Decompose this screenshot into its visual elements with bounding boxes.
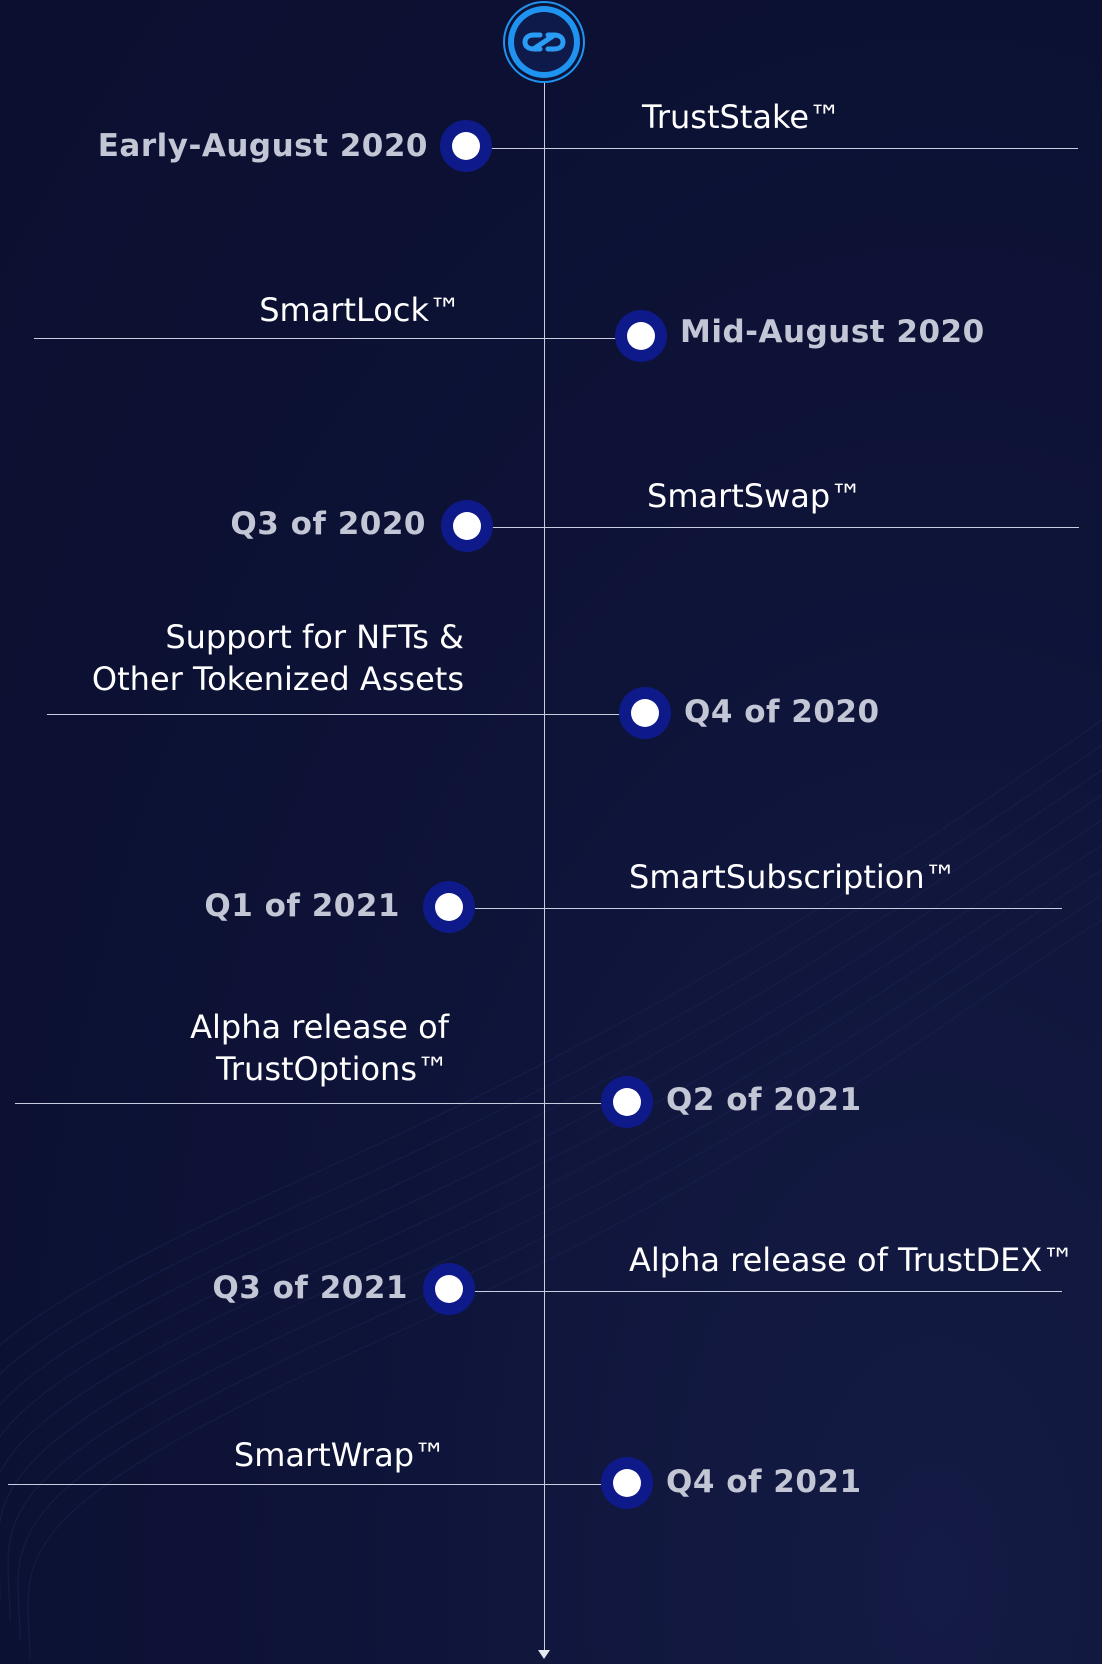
milestone-date: Q3 of 2021 xyxy=(212,1270,408,1306)
milestone-node xyxy=(440,120,492,172)
timeline-arrow-icon xyxy=(538,1650,550,1659)
milestone-node xyxy=(441,500,493,552)
connector-line xyxy=(475,1291,1062,1292)
milestone-node xyxy=(423,1263,475,1315)
milestone-date: Early-August 2020 xyxy=(97,128,428,164)
milestone-date: Q2 of 2021 xyxy=(666,1082,862,1118)
milestone-date: Q1 of 2021 xyxy=(204,888,400,924)
milestone-title: Support for NFTs & Other Tokenized Asset… xyxy=(91,618,464,698)
milestone-title: TrustStake™ xyxy=(642,98,842,136)
milestone-node xyxy=(615,310,667,362)
milestone-title: SmartWrap™ xyxy=(233,1436,446,1474)
milestone-node xyxy=(619,687,671,739)
brand-logo xyxy=(508,6,580,78)
milestone-date: Q3 of 2020 xyxy=(230,506,426,542)
milestone-node xyxy=(601,1457,653,1509)
milestone-date: Mid-August 2020 xyxy=(680,314,985,350)
connector-line xyxy=(492,527,1079,528)
milestone-date: Q4 of 2020 xyxy=(684,694,880,730)
milestone-node xyxy=(423,881,475,933)
milestone-title: SmartSwap™ xyxy=(647,477,863,515)
link-loop-icon xyxy=(522,32,566,52)
connector-line xyxy=(15,1103,610,1104)
connector-line xyxy=(8,1484,610,1485)
milestone-title: Alpha release of TrustDEX™ xyxy=(629,1241,1075,1279)
connector-line xyxy=(475,908,1062,909)
connector-line xyxy=(490,148,1078,149)
timeline-axis xyxy=(544,72,545,1652)
connector-line xyxy=(34,338,624,339)
milestone-node xyxy=(601,1076,653,1128)
milestone-title: Alpha release of TrustOptions™ xyxy=(190,1008,449,1088)
milestone-date: Q4 of 2021 xyxy=(666,1464,862,1500)
milestone-title: SmartSubscription™ xyxy=(629,858,957,896)
milestone-title: SmartLock™ xyxy=(259,291,461,329)
connector-line xyxy=(47,714,627,715)
